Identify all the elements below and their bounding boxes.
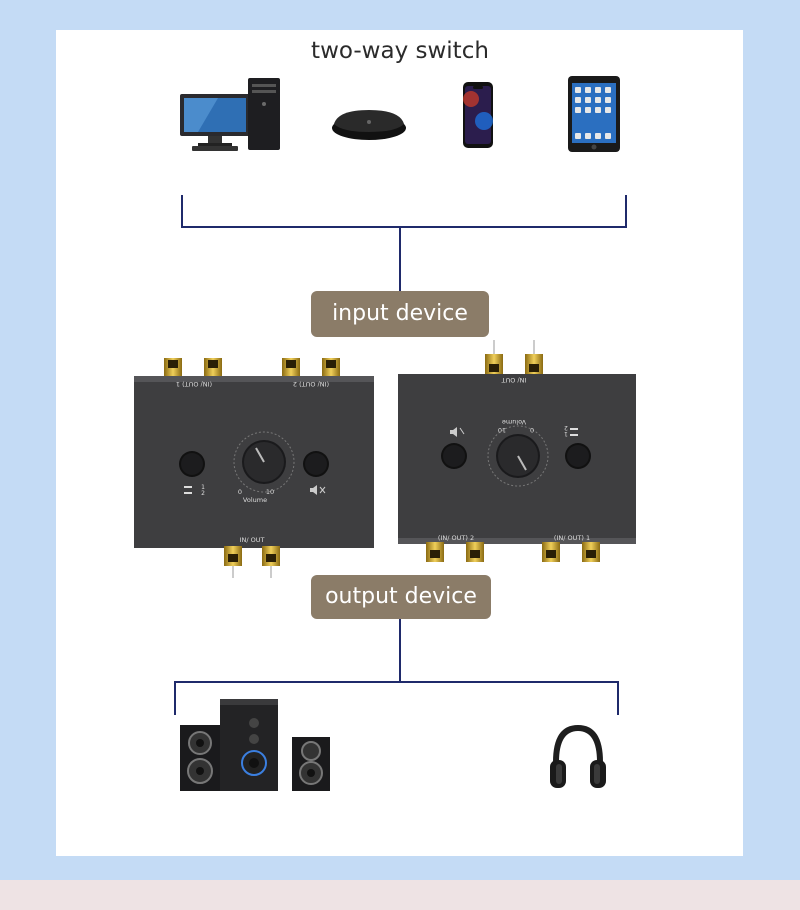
back-port-label-2: (IN/ OUT) 2 xyxy=(438,534,474,542)
switch-front-view: (IN/ OUT) 1 (IN/ OUT) 2 IN/ OUT Volume 0… xyxy=(134,358,374,578)
desktop-computer-icon xyxy=(180,78,280,151)
output-bus-line xyxy=(174,681,619,715)
output-device-label: output device xyxy=(311,575,491,619)
back-select-1: 1 xyxy=(564,430,568,437)
input-device-label: input device xyxy=(311,291,489,337)
front-port-label-2: (IN/ OUT) 2 xyxy=(293,380,329,388)
front-select-1: 1 xyxy=(201,484,205,491)
tablet-icon xyxy=(568,76,620,152)
front-port-label-1: (IN/ OUT) 1 xyxy=(176,380,212,388)
tv-box-icon xyxy=(332,110,406,140)
rca-jack-bottom-a xyxy=(224,546,242,578)
front-volume-label: Volume xyxy=(243,496,267,504)
rca-jack-top-2a xyxy=(282,358,300,378)
back-volume-min: 0 xyxy=(530,426,534,434)
rca-jack-top-b xyxy=(525,340,543,374)
back-volume-max: 10 xyxy=(498,426,506,434)
front-port-label-bottom: IN/ OUT xyxy=(240,536,265,544)
back-volume-label: Volume xyxy=(502,418,526,426)
front-select-2: 2 xyxy=(201,490,205,497)
switch-back-view: IN/ OUT (IN/ OUT) 2 (IN/ OUT) 1 Volume 1… xyxy=(398,340,636,562)
smartphone-icon xyxy=(463,82,493,148)
bottom-strip xyxy=(0,880,800,910)
rca-jack-bottom-1b xyxy=(582,542,600,562)
rca-jack-bottom-1a xyxy=(542,542,560,562)
rca-jack-bottom-2b xyxy=(466,542,484,562)
back-port-label-1: (IN/ OUT) 1 xyxy=(554,534,590,542)
back-select-2: 2 xyxy=(564,424,568,431)
back-port-label-top: IN/ OUT xyxy=(502,376,527,384)
front-volume-max: 10 xyxy=(266,488,274,496)
rca-jack-bottom-2a xyxy=(426,542,444,562)
speaker-system-icon xyxy=(180,699,330,791)
input-bus-line xyxy=(181,195,627,228)
rca-jack-bottom-b xyxy=(262,546,280,578)
front-volume-min: 0 xyxy=(238,488,242,496)
rca-jack-top-1a xyxy=(164,358,182,378)
rca-jack-top-a xyxy=(485,340,503,374)
rca-jack-top-1b xyxy=(204,358,222,378)
rca-jack-top-2b xyxy=(322,358,340,378)
diagram-title: two-way switch xyxy=(311,38,489,64)
headphones-icon xyxy=(550,724,606,788)
